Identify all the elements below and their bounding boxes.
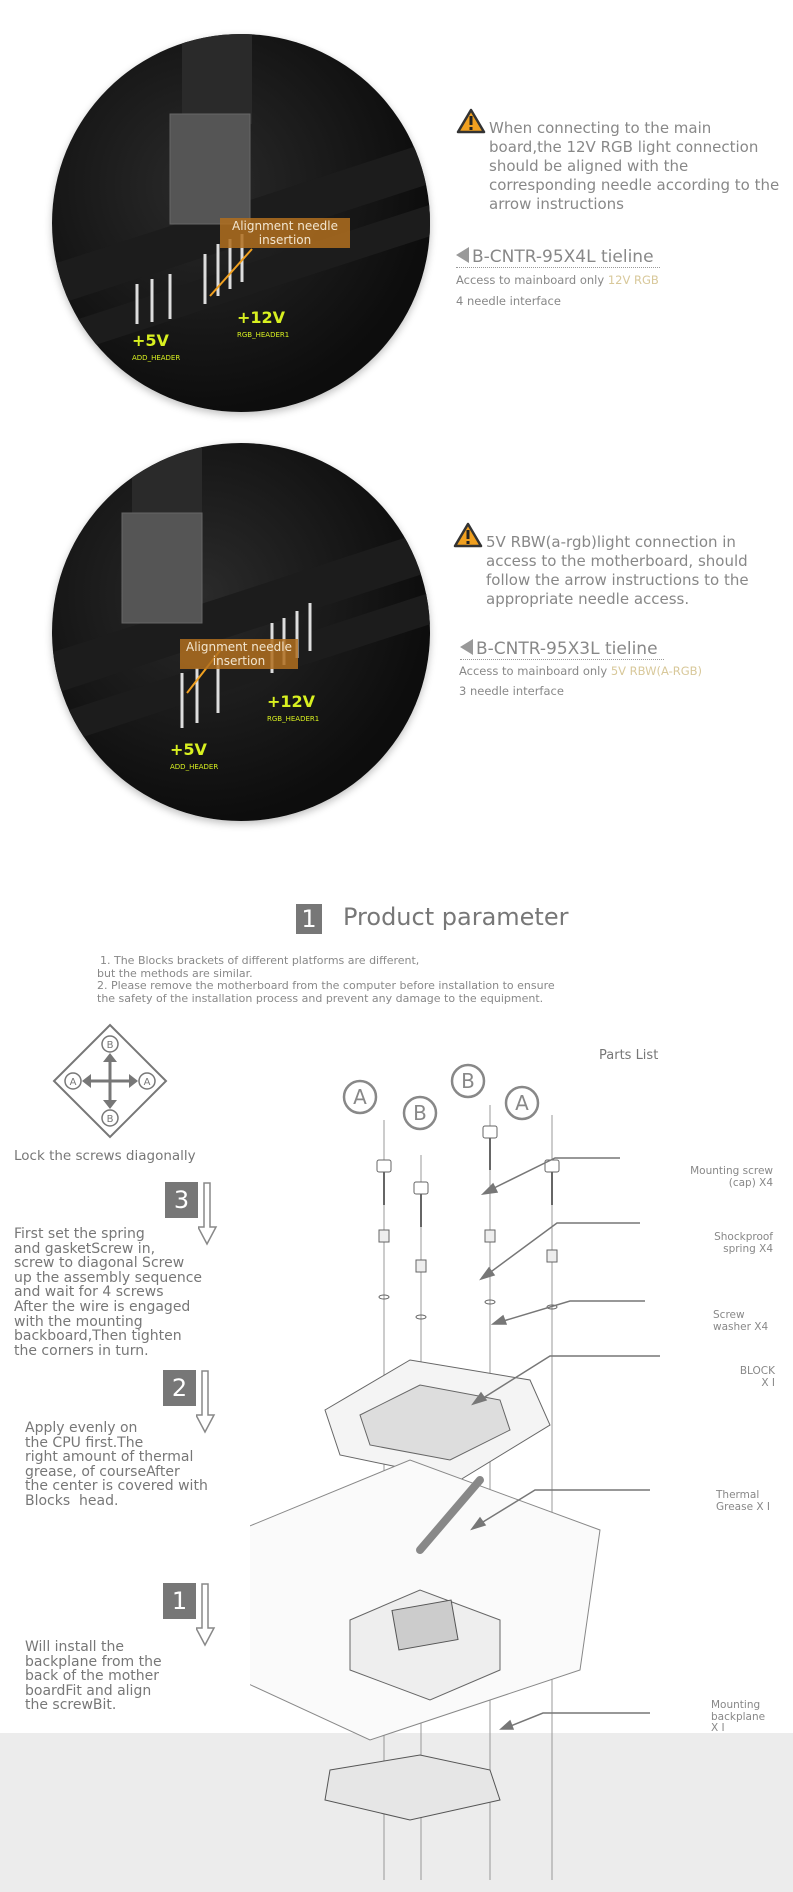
warning-icon <box>456 108 486 134</box>
warning-text-5v: 5V RBW(a-rgb)light connection in access … <box>486 533 749 608</box>
screw-letter: B <box>413 1101 427 1125</box>
rgb-header-photo-5v: Alignment needle insertion +5V ADD_HEADE… <box>52 443 430 821</box>
step-2-number: 2 <box>163 1370 196 1406</box>
screw-letter: B <box>461 1069 475 1093</box>
tieline-3l: B-CNTR-95X3L tieline <box>460 639 664 660</box>
down-arrow-icon <box>196 1370 216 1434</box>
diagonal-letter: B <box>107 1114 114 1125</box>
tieline-4l: B-CNTR-95X4L tieline <box>456 247 660 268</box>
part-screw-washer: Screw washer X4 <box>713 1309 769 1333</box>
alignment-label: Alignment needle insertion <box>180 639 298 669</box>
step-1-number: 1 <box>163 1583 196 1619</box>
screw-letter: A <box>353 1085 367 1109</box>
note-line: but the methods are similar. <box>97 966 253 980</box>
access-highlight: 12V RGB <box>607 273 659 287</box>
board-illustration <box>52 443 430 746</box>
part-mounting-backplane: Mounting backplane X I <box>711 1699 766 1734</box>
screw-letter: A <box>515 1091 529 1115</box>
down-arrow-icon <box>196 1583 216 1647</box>
board-text-rgb-header: RGB_HEADER1 <box>237 331 290 339</box>
board-text-add-header: ADD_HEADER <box>170 763 219 771</box>
section-number: 1 <box>296 904 322 934</box>
tieline-label: B-CNTR-95X4L tieline <box>472 247 654 267</box>
step-2-text: Apply evenly on the CPU first.The right … <box>25 1420 208 1509</box>
needle-text-4: 4 needle interface <box>456 294 561 308</box>
diagonal-letter: A <box>144 1077 151 1088</box>
board-text-rgb-header: RGB_HEADER1 <box>267 715 320 723</box>
access-text-12v: Access to mainboard only 12V RGB <box>456 273 659 287</box>
step-3-text: First set the spring and gasketScrew in,… <box>14 1226 203 1359</box>
note-line: 2. Please remove the motherboard from th… <box>97 979 555 992</box>
access-text-5v: Access to mainboard only 5V RBW(A-RGB) <box>459 664 702 678</box>
board-text-5v: +5V <box>170 740 207 759</box>
access-highlight: 5V RBW(A-RGB) <box>610 664 703 678</box>
triangle-left-icon <box>460 639 473 655</box>
needle-text-3: 3 needle interface <box>459 684 564 698</box>
diagonal-letter: A <box>70 1077 77 1088</box>
part-shockproof-spring: Shockproof spring X4 <box>714 1231 773 1255</box>
tieline-label: B-CNTR-95X3L tieline <box>476 639 658 659</box>
note-line: the safety of the installation process a… <box>97 991 544 1005</box>
step-1-text: Will install the backplane from the back… <box>25 1639 162 1714</box>
diagonal-caption: Lock the screws diagonally <box>14 1148 196 1164</box>
note-line: 1. The Blocks brackets of different plat… <box>100 954 420 967</box>
rgb-header-photo-12v: Alignment needle insertion +5V ADD_HEADE… <box>52 34 430 412</box>
board-text-12v: +12V <box>267 692 316 711</box>
board-text-12v: +12V <box>237 308 286 327</box>
access-prefix: Access to mainboard only <box>459 664 611 678</box>
diagonal-lock-diagram: B A A B <box>52 1023 168 1139</box>
triangle-left-icon <box>456 247 469 263</box>
parts-list-title: Parts List <box>599 1048 659 1063</box>
warning-text-12v: When connecting to the main board,the 12… <box>489 119 780 213</box>
alignment-label: Alignment needle insertion <box>220 218 350 248</box>
part-mounting-screw: Mounting screw (cap) X4 <box>690 1165 773 1189</box>
step-3-number: 3 <box>165 1182 198 1218</box>
product-notes: 1. The Blocks brackets of different plat… <box>97 954 555 1005</box>
part-block: BLOCK X I <box>739 1365 775 1389</box>
board-text-add-header: ADD_HEADER <box>132 354 181 362</box>
diagonal-letter: B <box>107 1040 114 1051</box>
warning-icon <box>453 522 483 548</box>
part-thermal-grease: Thermal Grease X I <box>716 1489 771 1513</box>
board-text-5v: +5V <box>132 331 169 350</box>
access-prefix: Access to mainboard only <box>456 273 608 287</box>
exploded-assembly-diagram: A B B A <box>250 1063 660 1880</box>
section-title: Product parameter <box>343 903 569 931</box>
down-arrow-icon <box>198 1182 218 1246</box>
